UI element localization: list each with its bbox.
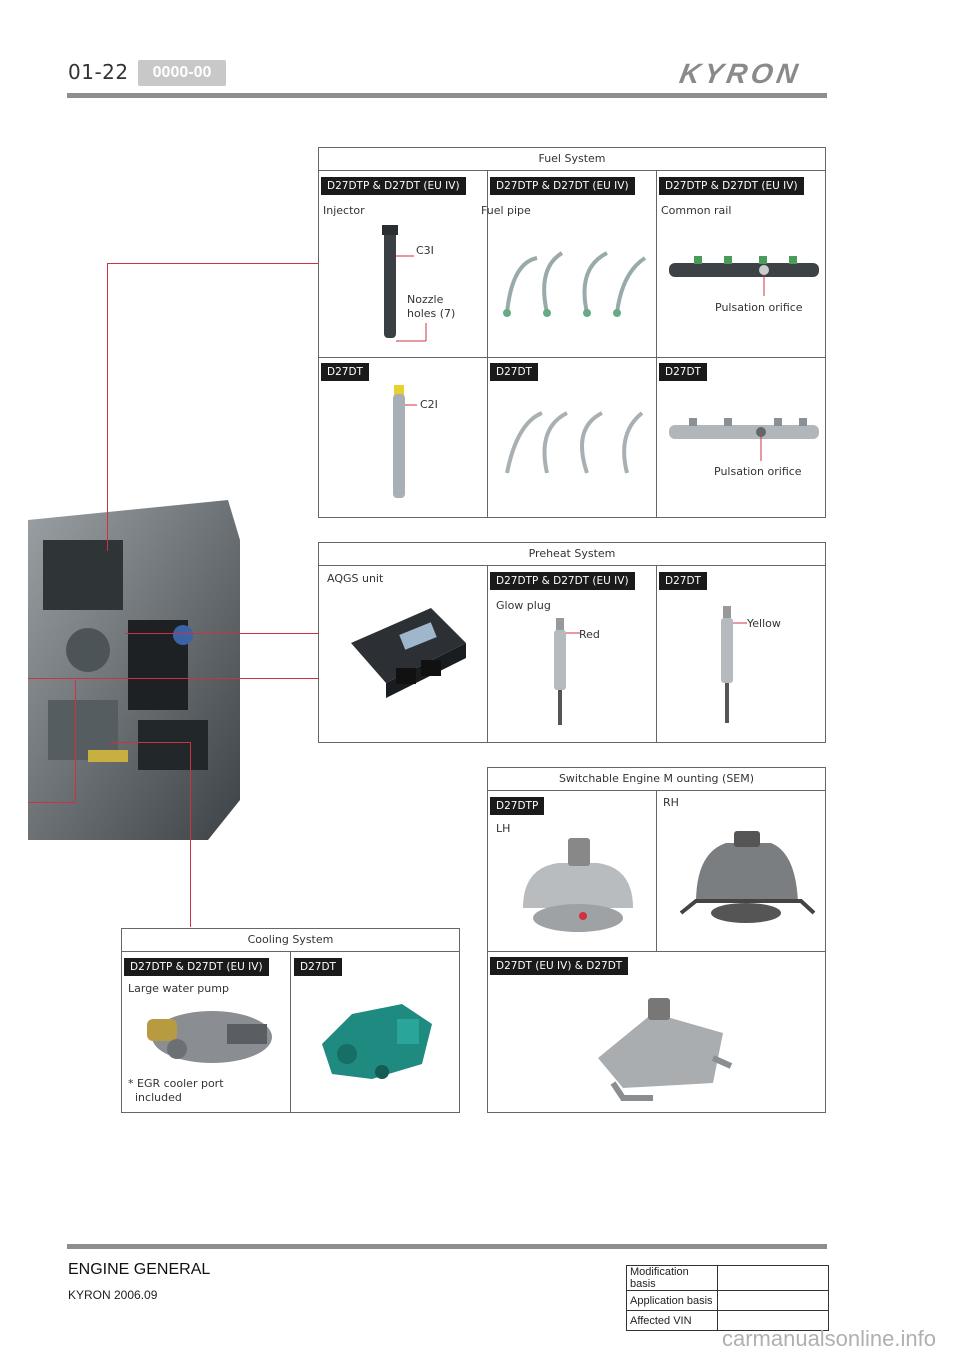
table-cell-label: Application basis xyxy=(626,1290,718,1311)
injector-c3i-image xyxy=(382,225,427,342)
table-cell-label: Modification basis xyxy=(626,1265,718,1291)
leader-line xyxy=(125,633,319,634)
sem-lh-mount-image xyxy=(523,838,633,932)
divider xyxy=(319,357,825,358)
engine-tag: D27DTP xyxy=(490,797,545,815)
pulsation-orifice-label: Pulsation orifice xyxy=(714,465,802,478)
red-label: Red xyxy=(579,628,600,641)
common-rail-image xyxy=(669,418,819,461)
pulsation-orifice-label: Pulsation orifice xyxy=(715,301,803,314)
divider xyxy=(656,566,657,742)
leader-line xyxy=(107,263,319,264)
table-cell-label: Affected VIN xyxy=(626,1310,718,1331)
glow-plug-label: Glow plug xyxy=(496,599,551,612)
nozzle-label: Nozzle holes (7) xyxy=(407,293,456,320)
water-pump-d27dt-image xyxy=(322,1004,432,1079)
table-row: Application basis xyxy=(626,1290,829,1311)
table-cell-value xyxy=(717,1290,829,1311)
divider xyxy=(656,791,657,952)
aqgs-unit-label: AQGS unit xyxy=(327,572,384,585)
sem-title: Switchable Engine M ounting (SEM) xyxy=(488,768,825,791)
water-pump-label: Large water pump xyxy=(128,982,229,995)
fuel-pipe-label: Fuel pipe xyxy=(481,204,531,217)
engine-tag: D27DT xyxy=(659,363,707,381)
lh-label: LH xyxy=(496,822,511,835)
glow-plug-yellow-image xyxy=(721,606,747,723)
footer-subtitle: KYRON 2006.09 xyxy=(68,1288,158,1302)
divider xyxy=(487,566,488,742)
leader-line xyxy=(190,742,191,927)
footer-rule xyxy=(67,1244,827,1249)
leader-line xyxy=(110,742,190,743)
leader-line xyxy=(28,802,76,803)
modification-table: Modification basis Application basis Aff… xyxy=(626,1265,829,1331)
cooling-system-box: Cooling System D27DTP & D27DT (EU IV) D2… xyxy=(121,928,460,1113)
engine-tag: D27DTP & D27DT (EU IV) xyxy=(659,177,804,195)
page-number: 01-22 xyxy=(68,60,129,84)
engine-tag: D27DT (EU IV) & D27DT xyxy=(490,957,629,975)
water-pump-image xyxy=(147,1011,272,1063)
leader-line xyxy=(107,263,108,551)
engine-bay-photo xyxy=(28,500,240,840)
leader-line xyxy=(28,678,319,679)
sem-mount-image xyxy=(598,998,733,1101)
common-rail-image xyxy=(669,256,819,296)
c2i-label: C2I xyxy=(420,398,438,411)
table-cell-value xyxy=(717,1265,829,1291)
fuel-pipe-image xyxy=(503,251,647,317)
fuel-system-title: Fuel System xyxy=(319,148,825,171)
engine-tag: D27DTP & D27DT (EU IV) xyxy=(321,177,466,195)
engine-tag: D27DTP & D27DT (EU IV) xyxy=(124,958,269,976)
engine-tag: D27DT xyxy=(659,572,707,590)
fuel-system-box: Fuel System D27DTP & D27DT (EU IV) D27DT… xyxy=(318,147,826,518)
injector-label: Injector xyxy=(323,204,365,217)
leader-line xyxy=(75,680,76,802)
preheat-system-title: Preheat System xyxy=(319,543,825,566)
rh-label: RH xyxy=(663,796,679,809)
engine-tag: D27DT xyxy=(294,958,342,976)
table-row: Modification basis xyxy=(626,1265,829,1291)
section-code-badge: 0000-00 xyxy=(138,60,226,86)
glow-plug-red-image xyxy=(554,618,580,725)
fuel-pipe-image xyxy=(505,411,644,474)
table-cell-value xyxy=(717,1310,829,1331)
engine-tag: D27DTP & D27DT (EU IV) xyxy=(490,572,635,590)
watermark: carmanualsonline.info xyxy=(721,1326,936,1351)
c3i-label: C3I xyxy=(416,244,434,257)
sem-rh-mount-image xyxy=(679,831,816,923)
divider xyxy=(487,171,488,517)
aqgs-unit-image xyxy=(351,608,466,698)
divider xyxy=(488,951,825,952)
footer-title: ENGINE GENERAL xyxy=(68,1261,211,1278)
injector-c2i-image xyxy=(393,385,417,498)
sem-box: Switchable Engine M ounting (SEM) D27DTP… xyxy=(487,767,826,1113)
preheat-system-box: Preheat System AQGS unit D27DTP & D27DT … xyxy=(318,542,826,743)
divider xyxy=(656,171,657,517)
header-rule xyxy=(67,93,827,98)
yellow-label: Yellow xyxy=(747,617,781,630)
engine-tag: D27DT xyxy=(490,363,538,381)
kyron-logo: KYRON xyxy=(677,58,804,89)
common-rail-label: Common rail xyxy=(661,204,732,217)
table-row: Affected VIN xyxy=(626,1310,829,1331)
cooling-system-title: Cooling System xyxy=(122,929,459,952)
engine-tag: D27DTP & D27DT (EU IV) xyxy=(490,177,635,195)
divider xyxy=(290,952,291,1112)
engine-tag: D27DT xyxy=(321,363,369,381)
egr-note: * EGR cooler port included xyxy=(128,1077,224,1104)
